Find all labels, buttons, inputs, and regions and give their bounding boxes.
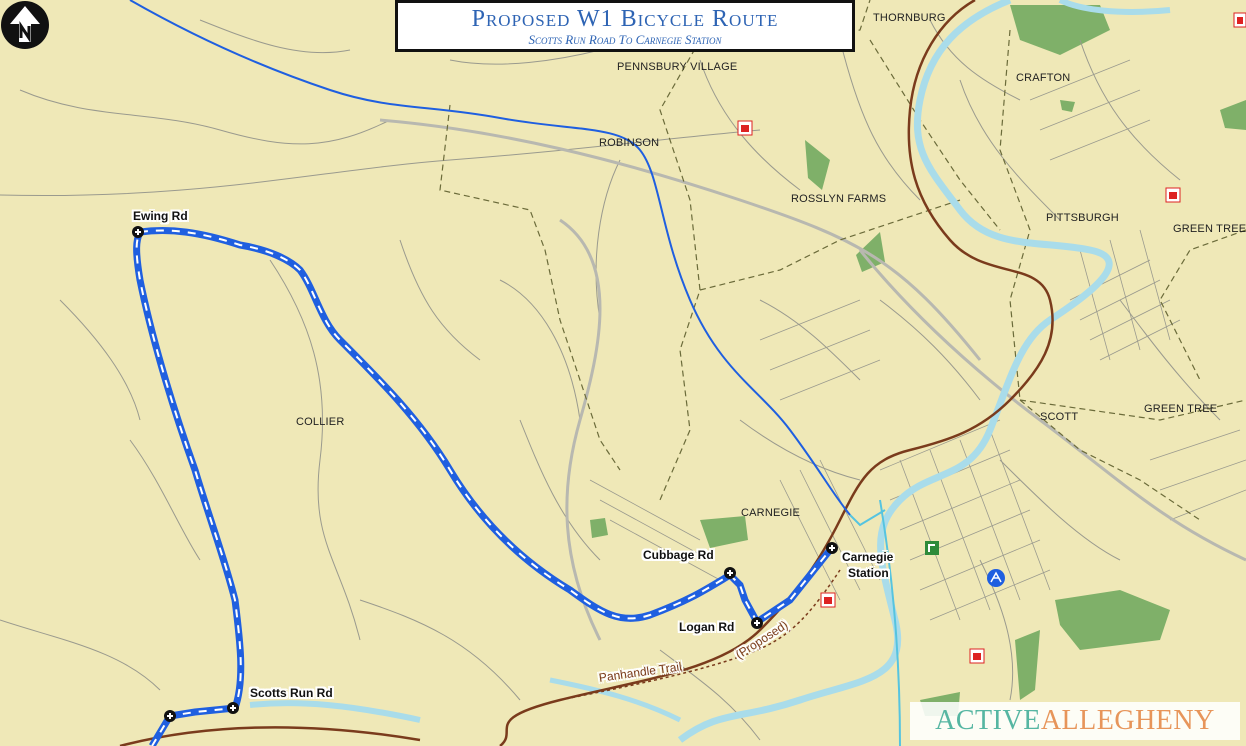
school-icon[interactable] xyxy=(1233,12,1246,28)
town-grid xyxy=(589,59,1246,621)
railroad xyxy=(119,0,1054,746)
school-icon[interactable] xyxy=(820,592,836,608)
street-network xyxy=(0,19,1221,741)
place-label-pennsbury: PENNSBURY VILLAGE xyxy=(617,61,738,73)
place-label-collier: COLLIER xyxy=(296,416,345,428)
route-node-icon[interactable] xyxy=(164,710,176,722)
place-label-robinson: ROBINSON xyxy=(599,137,660,149)
place-label-greentree-south: GREEN TREE xyxy=(1144,403,1218,415)
map-title: Proposed W1 Bicycle Route xyxy=(471,6,779,32)
place-label-greentree-north: GREEN TREE xyxy=(1173,223,1246,235)
route-label-scotts-run: Scotts Run Rd xyxy=(250,686,333,700)
route-label-ewing: Ewing Rd xyxy=(133,209,188,223)
proposed-route xyxy=(133,227,833,746)
school-icon[interactable] xyxy=(737,120,753,136)
panhandle-trail xyxy=(559,569,841,701)
route-node-icon[interactable] xyxy=(724,567,736,579)
map-title-box: Proposed W1 Bicycle Route Scotts Run Roa… xyxy=(395,0,855,52)
alternate-route-line xyxy=(129,0,851,516)
place-label-crafton: CRAFTON xyxy=(1016,72,1071,84)
logo-part-allegheny: ALLEGHENY xyxy=(1040,705,1215,736)
north-arrow-icon xyxy=(1,1,49,49)
route-label-logan: Logan Rd xyxy=(679,620,735,634)
hospital-icon[interactable] xyxy=(987,569,1005,587)
river xyxy=(249,0,1171,746)
place-label-thornburg: THORNBURG xyxy=(873,12,946,24)
route-nodes xyxy=(132,226,838,722)
place-label-scott: SCOTT xyxy=(1040,411,1079,423)
school-icon[interactable] xyxy=(1165,187,1181,203)
school-icon[interactable] xyxy=(969,648,985,664)
logo-part-active: ACTIVE xyxy=(935,705,1041,736)
route-node-icon[interactable] xyxy=(826,542,838,554)
municipal-boundaries xyxy=(439,0,1246,521)
station-connector xyxy=(849,509,886,527)
poi-icons xyxy=(737,12,1246,664)
route-node-icon[interactable] xyxy=(751,617,763,629)
active-allegheny-logo: ACTIVEALLEGHENY xyxy=(910,702,1240,740)
place-label-rosslyn: ROSSLYN FARMS xyxy=(791,193,887,205)
route-label-carnegie-station-2: Station xyxy=(848,566,889,580)
map-subtitle: Scotts Run Road To Carnegie Station xyxy=(528,32,722,47)
route-label-cubbage: Cubbage Rd xyxy=(643,548,714,562)
place-label-pittsburgh: PITTSBURGH xyxy=(1046,212,1119,224)
parks xyxy=(590,5,1246,716)
route-node-icon[interactable] xyxy=(227,702,239,714)
route-node-icon[interactable] xyxy=(132,226,144,238)
route-label-carnegie-station-1: Carnegie xyxy=(842,550,894,564)
place-label-carnegie: CARNEGIE xyxy=(741,507,801,519)
park-icon[interactable] xyxy=(925,541,939,555)
highways xyxy=(379,118,1246,641)
